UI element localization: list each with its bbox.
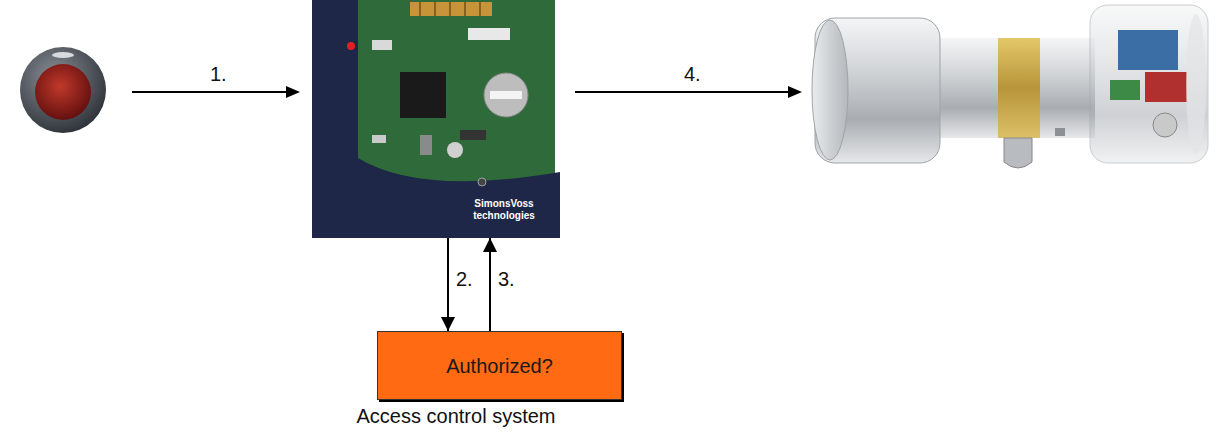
connector <box>410 2 492 16</box>
flow-arrow <box>489 238 491 331</box>
knob <box>1090 5 1208 163</box>
electronics <box>1118 30 1178 70</box>
connector-rib <box>419 2 421 16</box>
knob-face <box>1186 14 1206 154</box>
device-cover <box>312 0 560 238</box>
connector <box>468 28 510 40</box>
relay-device <box>312 0 560 238</box>
arrow-head <box>788 86 802 98</box>
arrow-line <box>575 91 790 93</box>
callout-number: 3. <box>498 267 515 291</box>
system-caption: Access control system <box>357 404 556 428</box>
knob-face <box>812 20 848 160</box>
box-label: Authorized? <box>446 354 553 378</box>
electronics <box>1110 80 1140 100</box>
transponder-button <box>35 64 91 120</box>
transponder-body <box>20 47 106 133</box>
connector-rib <box>449 2 451 16</box>
status-led <box>347 42 355 50</box>
component <box>447 142 463 158</box>
brass-ring <box>998 38 1040 138</box>
lock-cylinder <box>812 5 1208 168</box>
cylinder-body <box>935 38 1095 138</box>
arrow-line <box>132 91 288 93</box>
connector-rib <box>479 2 481 16</box>
electronics <box>1145 72 1187 102</box>
transponder-highlight <box>52 52 74 58</box>
callout-number: 4. <box>684 62 701 86</box>
arrow <box>575 86 802 98</box>
component <box>460 130 486 140</box>
callout-number: 2. <box>456 267 473 291</box>
process-box: Authorized?Access control system <box>377 331 622 400</box>
brand-logo: SimonsVoss technologies <box>464 198 544 222</box>
connector-rib <box>434 2 436 16</box>
button <box>478 178 486 186</box>
flow-arrow <box>447 238 449 331</box>
transponder <box>20 47 106 133</box>
circuit-board <box>345 0 555 182</box>
callout-number: 1. <box>210 62 227 86</box>
chip <box>400 72 446 118</box>
electronics <box>1153 113 1177 137</box>
component <box>372 135 386 143</box>
arrow-head <box>286 86 300 98</box>
relay-device: SimonsVoss technologies <box>312 0 560 238</box>
battery-clip <box>490 91 522 99</box>
cam <box>1004 138 1032 168</box>
component <box>372 40 392 50</box>
component <box>420 135 432 155</box>
connector-rib <box>464 2 466 16</box>
arrow <box>132 86 300 98</box>
battery <box>484 73 528 117</box>
screw <box>1055 128 1065 136</box>
